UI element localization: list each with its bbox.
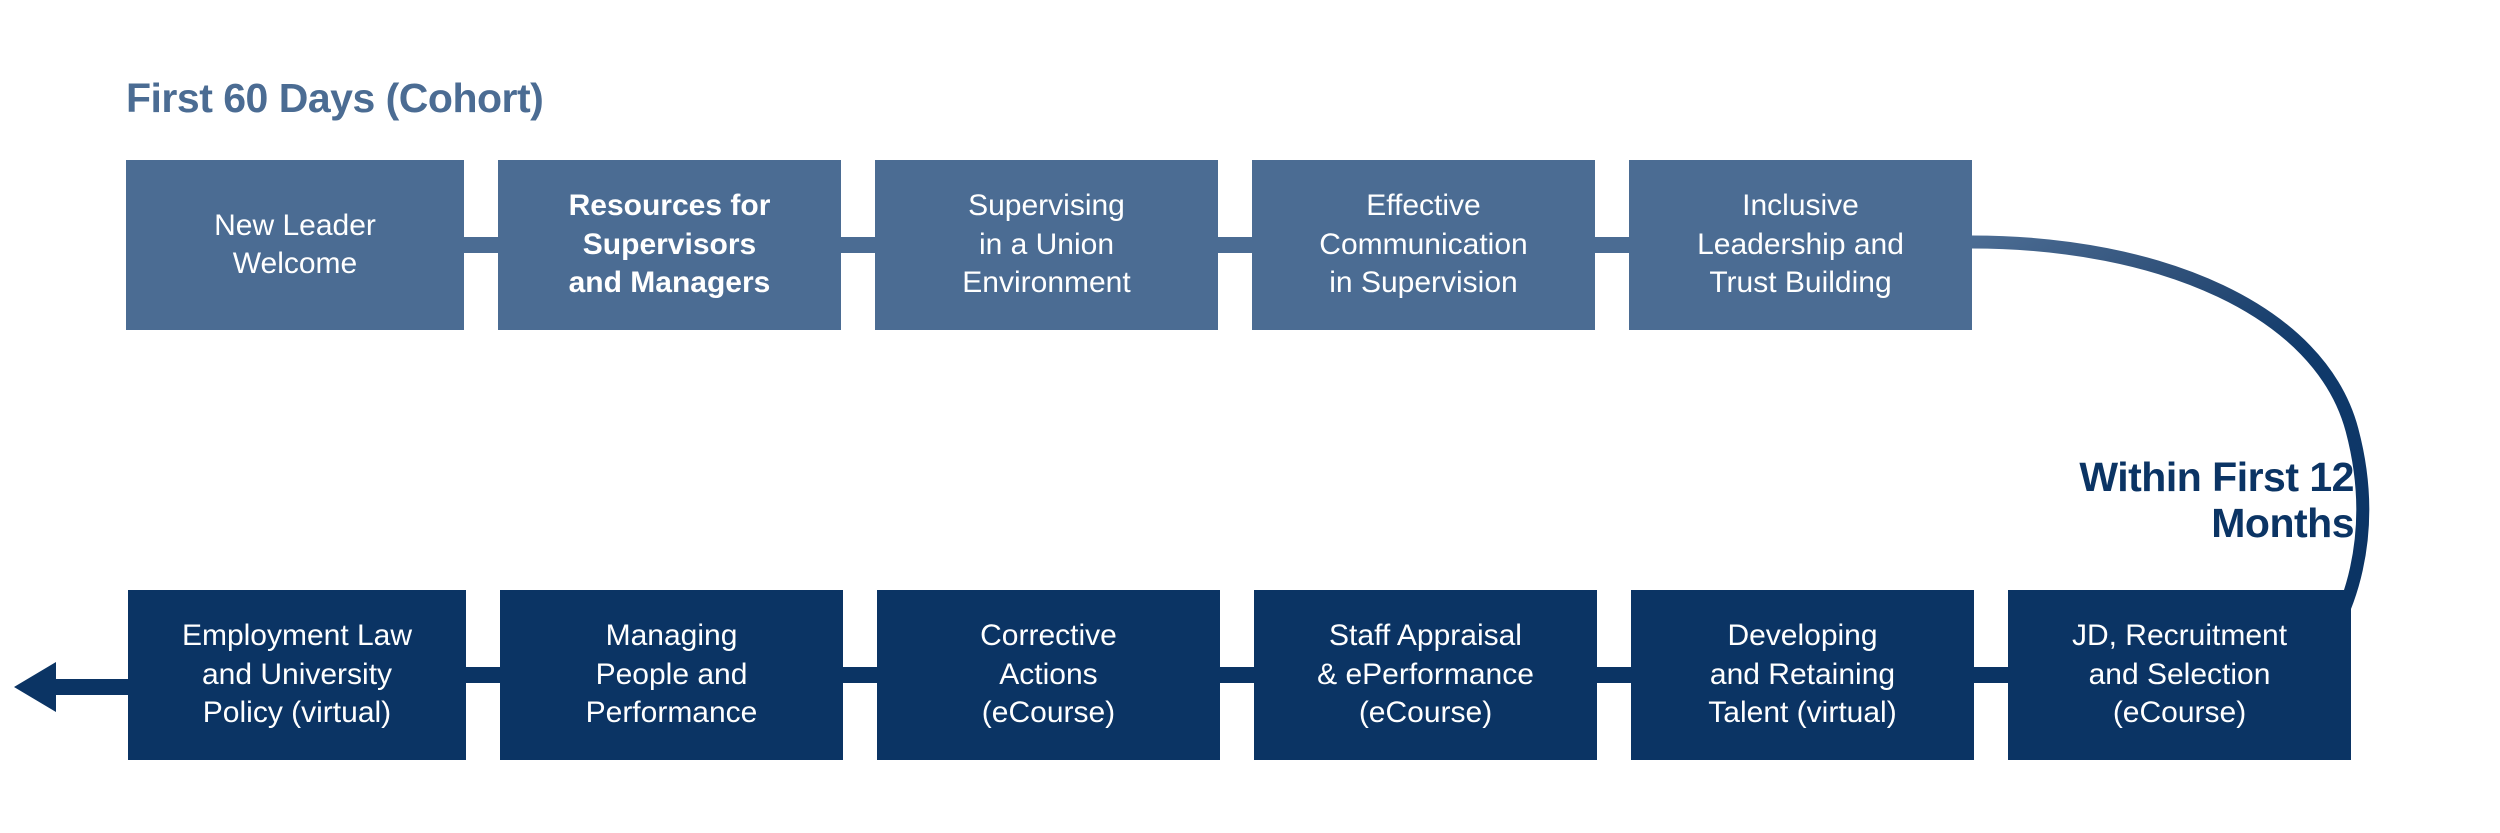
- step-label: New Leader Welcome: [214, 208, 376, 280]
- connector-stub: [841, 237, 875, 253]
- step-label: Effective Communication in Supervision: [1319, 189, 1528, 300]
- step-label: Resources for Supervisors and Managers: [568, 189, 771, 300]
- step-label: JD, Recruitment and Selection (eCourse): [2071, 619, 2288, 730]
- step-label: Inclusive Leadership and Trust Building: [1697, 189, 1904, 300]
- phase-title-first-60-days: First 60 Days (Cohort): [126, 75, 544, 121]
- step-box-jd-recruitment-and-selection[interactable]: JD, Recruitment and Selection (eCourse): [2008, 590, 2351, 760]
- step-label: Managing People and Performance: [585, 619, 758, 730]
- step-box-effective-communication-in-supervision[interactable]: Effective Communication in Supervision: [1252, 160, 1595, 330]
- phase-title-within-first-12-months: Within First 12 Months: [2079, 454, 2354, 546]
- step-label: Employment Law and University Policy (vi…: [181, 619, 413, 730]
- step-box-developing-and-retaining-talent[interactable]: Developing and Retaining Talent (virtual…: [1631, 590, 1974, 760]
- step-box-managing-people-and-performance[interactable]: Managing People and Performance: [500, 590, 843, 760]
- step-box-employment-law-and-university-policy[interactable]: Employment Law and University Policy (vi…: [128, 590, 466, 760]
- step-box-new-leader-welcome[interactable]: New Leader Welcome: [126, 160, 464, 330]
- step-label: Staff Appraisal & ePerformance (eCourse): [1317, 619, 1534, 730]
- connector-stub: [843, 667, 877, 683]
- step-label: Supervising in a Union Environment: [962, 189, 1131, 300]
- step-box-resources-for-supervisors-and-managers[interactable]: Resources for Supervisors and Managers: [498, 160, 841, 330]
- step-label: Developing and Retaining Talent (virtual…: [1708, 619, 1897, 730]
- step-box-supervising-in-a-union-environment[interactable]: Supervising in a Union Environment: [875, 160, 1218, 330]
- flow-end-arrow: [14, 662, 134, 712]
- connector-stub: [1974, 667, 2008, 683]
- connector-stub: [1220, 667, 1254, 683]
- step-box-inclusive-leadership-and-trust-building[interactable]: Inclusive Leadership and Trust Building: [1629, 160, 1972, 330]
- connector-stub: [1218, 237, 1252, 253]
- step-box-corrective-actions[interactable]: Corrective Actions (eCourse): [877, 590, 1220, 760]
- connector-stub: [1595, 237, 1629, 253]
- step-label: Corrective Actions (eCourse): [980, 619, 1117, 730]
- step-box-staff-appraisal-eperformance[interactable]: Staff Appraisal & ePerformance (eCourse): [1254, 590, 1597, 760]
- connector-stub: [464, 237, 498, 253]
- connector-stub: [466, 667, 500, 683]
- connector-stub: [1597, 667, 1631, 683]
